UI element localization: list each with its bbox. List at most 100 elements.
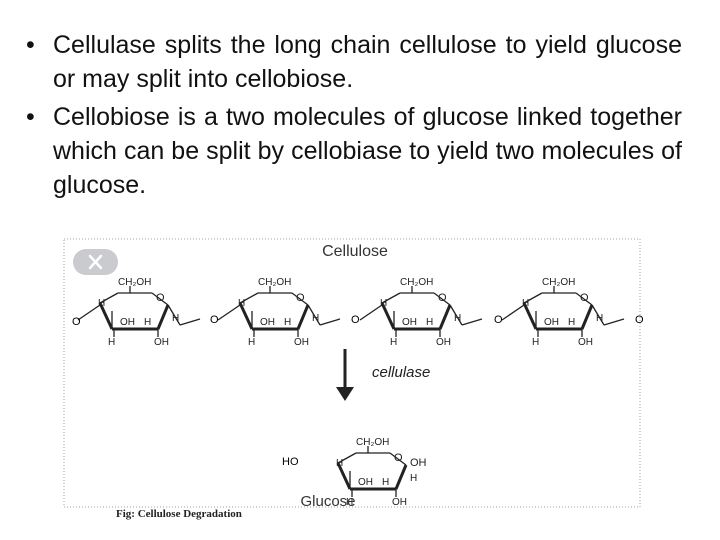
bullet-list: • Cellulase splits the long chain cellul… <box>20 28 682 206</box>
down-arrow-icon <box>336 349 354 401</box>
ch2oh-label: CH₂OH <box>400 277 433 288</box>
oh-label: OH <box>120 317 135 328</box>
bond-line <box>389 452 407 466</box>
bond-line <box>603 318 625 326</box>
h-label: H <box>380 298 387 309</box>
oh-label: OH <box>294 337 309 348</box>
ho-label: HO <box>282 456 299 468</box>
bond-line <box>523 292 543 304</box>
bond-line <box>449 304 463 326</box>
h-label: H <box>284 317 291 328</box>
h-label: H <box>248 337 255 348</box>
oh-label: OH <box>402 317 417 328</box>
ch2oh-label: CH₂OH <box>258 277 291 288</box>
bullet-text: Cellulase splits the long chain cellulos… <box>53 31 682 93</box>
bond-line <box>394 464 408 490</box>
product-label: Glucose <box>300 493 355 510</box>
h-label: H <box>346 497 353 508</box>
h-label: H <box>108 337 115 348</box>
h-label: H <box>172 313 179 324</box>
h-label: H <box>426 317 433 328</box>
bullet-marker: • <box>26 103 35 131</box>
h-label: H <box>336 458 343 469</box>
bullet-text: Cellobiose is a two molecules of glucose… <box>53 103 682 199</box>
h-label: H <box>238 298 245 309</box>
oh-label: OH <box>544 317 559 328</box>
h-label: H <box>144 317 151 328</box>
bullet-item-2: • Cellobiose is a two molecules of gluco… <box>20 100 682 202</box>
h-label: H <box>98 298 105 309</box>
bond-line <box>167 304 181 326</box>
bond-line <box>580 304 594 330</box>
bond-line <box>319 318 341 326</box>
oh-label: OH <box>154 337 169 348</box>
h-label: H <box>410 473 417 484</box>
bond-line <box>156 304 170 330</box>
h-label: H <box>390 337 397 348</box>
figure-frame <box>63 238 641 508</box>
bond-line <box>239 292 259 304</box>
bond-line <box>461 318 483 326</box>
bond-line <box>99 292 119 304</box>
ring_o-label: O <box>580 292 589 304</box>
oh-label: OH <box>578 337 593 348</box>
bond-line <box>380 302 396 330</box>
bridge-oxygen-label: O <box>494 314 503 326</box>
bridge-oxygen-label: O <box>635 314 644 326</box>
figure-caption: Fig: Cellulose Degradation <box>116 508 242 520</box>
ch2oh-label: CH₂OH <box>356 437 389 448</box>
bridge-oxygen-label: O <box>351 314 360 326</box>
h-label: H <box>596 313 603 324</box>
h-label: H <box>532 337 539 348</box>
h-label: H <box>382 477 389 488</box>
diagram-title: Cellulose <box>322 243 388 260</box>
bond-line <box>151 292 169 306</box>
bond-line <box>381 292 401 304</box>
bond-line <box>291 292 309 306</box>
bond-line <box>359 304 383 321</box>
ch2oh-label: CH₂OH <box>118 277 151 288</box>
bond-line <box>217 304 241 321</box>
oh-label: OH <box>410 457 427 469</box>
oh-label: OH <box>436 337 451 348</box>
h-label: H <box>454 313 461 324</box>
bond-line <box>238 302 254 330</box>
bond-line <box>77 304 101 321</box>
bond-line <box>433 292 451 306</box>
ring_o-label: O <box>156 292 165 304</box>
oh-label: OH <box>392 497 407 508</box>
bond-line <box>179 318 201 326</box>
bullet-item-1: • Cellulase splits the long chain cellul… <box>20 28 682 96</box>
h-label: H <box>568 317 575 328</box>
bond-line <box>336 462 352 490</box>
bond-line <box>501 304 525 321</box>
ring_o-label: O <box>438 292 447 304</box>
bond-line <box>337 452 357 464</box>
bridge-oxygen-label: O <box>72 316 81 328</box>
enzyme-label: cellulase <box>372 364 430 381</box>
h-label: H <box>522 298 529 309</box>
bond-line <box>438 304 452 330</box>
bond-line <box>307 304 321 326</box>
bridge-oxygen-label: O <box>210 314 219 326</box>
bond-line <box>98 302 114 330</box>
bond-line <box>522 302 538 330</box>
ring_o-label: O <box>296 292 305 304</box>
bullet-marker: • <box>26 31 35 59</box>
close-icon <box>88 254 103 270</box>
oh-label: OH <box>358 477 373 488</box>
bond-line <box>575 292 593 306</box>
close-button[interactable] <box>73 249 118 275</box>
ring_o-label: O <box>394 452 403 464</box>
bond-line <box>296 304 310 330</box>
bond-line <box>591 304 605 326</box>
oh-label: OH <box>260 317 275 328</box>
ch2oh-label: CH₂OH <box>542 277 575 288</box>
